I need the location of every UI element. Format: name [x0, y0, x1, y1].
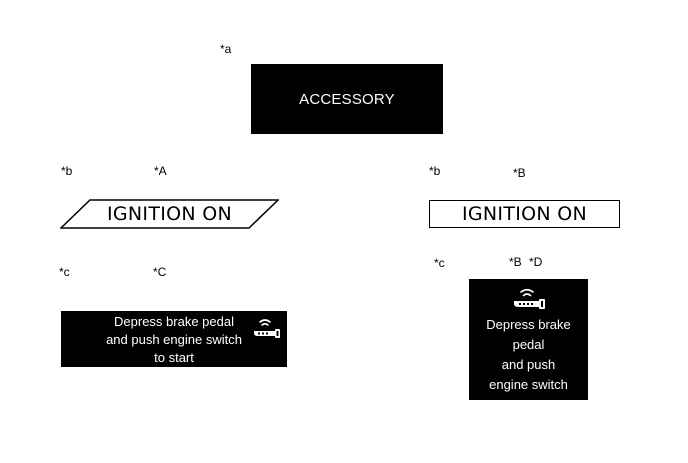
ref-label-c-left: *c: [59, 265, 70, 279]
start-message-tall-text: Depress brake pedal and push engine swit…: [469, 315, 588, 415]
key-signal-icon: [511, 287, 547, 316]
start-message-wide-text: Depress brake pedal and push engine swit…: [99, 313, 249, 367]
parallelogram-frame: [60, 199, 279, 229]
ref-label-B-bottom: *B: [509, 255, 522, 269]
ignition-on-display-boxed: IGNITION ON: [429, 200, 620, 228]
accessory-display: ACCESSORY: [251, 64, 443, 134]
ref-label-a: *a: [220, 42, 232, 56]
ref-label-c-right: *c: [434, 256, 445, 270]
accessory-label: ACCESSORY: [299, 90, 395, 108]
start-message-wide-line-3: to start: [154, 350, 194, 365]
ignition-on-label-slanted: IGNITION ON: [106, 203, 233, 225]
ignition-on-display-slanted: IGNITION ON: [60, 199, 279, 229]
start-message-tall: Depress brake pedal and push engine swit…: [469, 279, 588, 412]
ref-label-C: *C: [153, 265, 167, 279]
ignition-on-label-boxed: IGNITION ON: [461, 203, 588, 225]
ref-label-A: *A: [154, 164, 167, 178]
start-message-wide-line-2: and push engine switch: [106, 332, 242, 347]
start-message-wide: Depress brake pedal and push engine swit…: [61, 311, 287, 367]
ref-label-B-top: *B: [513, 166, 526, 180]
ref-label-b-right: *b: [429, 164, 441, 178]
ref-label-b-left: *b: [61, 164, 73, 178]
key-signal-icon: [250, 317, 282, 346]
start-message-tall-line-3: engine switch: [489, 377, 568, 392]
start-message-tall-line-1: Depress brake pedal: [486, 317, 571, 352]
ref-label-D: *D: [529, 255, 543, 269]
start-message-wide-line-1: Depress brake pedal: [114, 314, 234, 329]
start-message-tall-line-4: to start: [508, 397, 549, 412]
start-message-tall-line-2: and push: [501, 357, 556, 372]
